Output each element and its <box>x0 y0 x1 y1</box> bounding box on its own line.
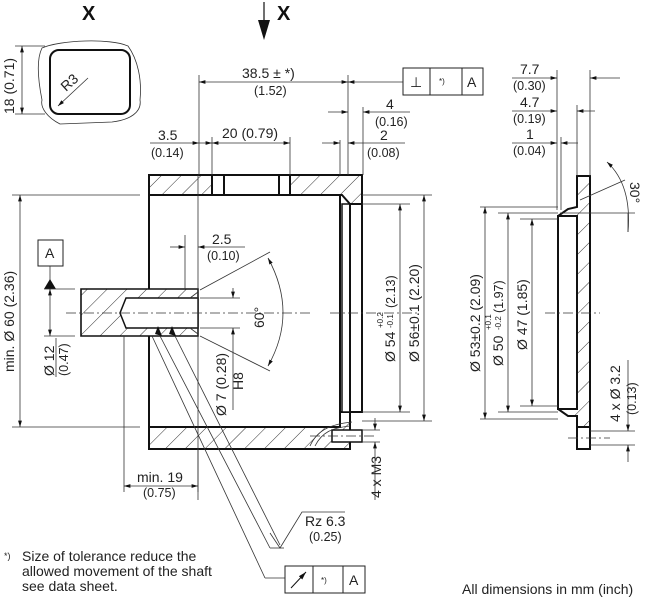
flange-dim-4: 4 <box>386 96 394 112</box>
min-19-label: min. 19 <box>137 469 183 485</box>
roughness-inch: (0.25) <box>309 530 342 544</box>
bore-depth-2-5: 2.5 <box>212 231 232 247</box>
slot-width-20: 20 (0.79) <box>222 125 278 141</box>
cone-angle-60: 60° <box>251 307 267 328</box>
diameter-50-tol-lower: -0.2 <box>494 316 503 330</box>
runout-frame: *) A <box>284 565 366 594</box>
irregular-outline <box>37 40 141 125</box>
diameter-54-tol-lower: -0.1 <box>386 314 395 328</box>
min-19-inch: (0.75) <box>143 486 176 500</box>
holes-4x3-2-inch: (0.13) <box>625 382 639 415</box>
flange-dim-1: 1 <box>526 126 534 142</box>
height-dimension-label: 18 (0.71) <box>1 58 17 114</box>
diameter-47: Ø 47 (1.85) <box>514 279 530 350</box>
main-right-dimensions: Ø 54 +0.2 -0.1 (2.13) Ø 56±0.1 (2.20) 4 … <box>362 194 432 500</box>
rounded-square-profile <box>49 49 131 115</box>
diameter-50-inch: (1.97) <box>492 280 506 313</box>
perpendicularity-datum: A <box>467 74 477 90</box>
holes-4x3-2: 4 x Ø 3.2 <box>607 365 623 422</box>
flange-dim-4-inch: (0.16) <box>375 115 408 129</box>
roughness-symbol <box>269 511 345 549</box>
flange-dim-2-inch: (0.08) <box>367 146 400 160</box>
offset-3-5: 3.5 <box>158 127 178 143</box>
section-arrow-label: X <box>277 3 291 25</box>
detail-x-label: X <box>82 3 96 25</box>
offset-3-5-inch: (0.14) <box>151 146 184 160</box>
datum-a-label: A <box>45 245 55 261</box>
runout-arrow-icon <box>290 571 307 589</box>
thread-4xm3: 4 x M3 <box>368 456 384 498</box>
perpendicularity-frame: ⊥ *) A <box>402 67 484 96</box>
bore-dimensions: 2.5 (0.10) 60° Ø 7 (0.28) H8 <box>170 175 284 500</box>
shaft-diameter-12-inch: (0.47) <box>57 343 71 376</box>
min-19-dimension: min. 19 (0.75) <box>123 336 199 500</box>
diameter-50-tol-upper: +0.1 <box>484 314 493 330</box>
runout-tolerance: *) <box>321 576 327 585</box>
diameter-53: Ø 53±0.2 (2.09) <box>467 274 483 372</box>
flange-dim-1-inch: (0.04) <box>513 144 546 158</box>
roughness-rz: Rz 6.3 <box>305 513 346 529</box>
footnote: *) Size of tolerance reduce the allowed … <box>4 549 212 594</box>
flange-dim-4-7: 4.7 <box>520 94 540 110</box>
detail-x-view: X R3 18 (0.71) <box>1 3 141 125</box>
perpendicularity-tolerance: *) <box>439 77 445 86</box>
flange-dim-7-7-inch: (0.30) <box>513 79 546 93</box>
flange-dim-4-7-inch: (0.19) <box>513 112 546 126</box>
flange-dim-2: 2 <box>380 127 388 143</box>
bore-diameter-7: Ø 7 (0.28) <box>213 353 229 416</box>
chamfer-angle-30: 30° <box>627 182 643 203</box>
main-section-view <box>66 174 420 450</box>
footnote-line: allowed movement of the shaft <box>22 563 212 579</box>
footnote-line: see data sheet. <box>22 578 118 594</box>
length-38-5-inch: (1.52) <box>254 84 287 98</box>
flange-dim-7-7: 7.7 <box>520 61 540 77</box>
flange-view: 7.7 (0.30) 4.7 (0.19) 1 (0.04) 30° Ø 53±… <box>467 61 643 462</box>
top-dimensions: 38.5 ± *) (1.52) ⊥ *) A 4 (0.16) 2 (0.08… <box>150 65 484 175</box>
radius-label: R3 <box>57 70 81 94</box>
leader-lines: Rz 6.3 (0.25) <box>151 326 346 579</box>
left-dimensions: min. Ø 60 (2.36) A Ø 12 (0.47) <box>1 194 140 428</box>
diameter-50: Ø 50 <box>490 335 506 366</box>
radius-leader <box>57 77 89 107</box>
arrow-down-icon <box>258 20 270 40</box>
shaft-diameter-12: Ø 12 <box>41 345 57 376</box>
footnote-marker: *) <box>4 551 11 561</box>
bore-fit-h8: H8 <box>230 372 246 390</box>
bore-depth-2-5-inch: (0.10) <box>207 249 240 263</box>
datum-a: A <box>37 239 64 289</box>
length-38-5: 38.5 ± *) <box>242 65 295 81</box>
diameter-54-inch: (2.13) <box>384 275 398 308</box>
diameter-54-tol-upper: +0.2 <box>376 312 385 328</box>
min-diameter-60: min. Ø 60 (2.36) <box>1 271 17 372</box>
datum-triangle-icon <box>44 279 56 289</box>
perpendicularity-icon: ⊥ <box>410 74 422 90</box>
diameter-56: Ø 56±0.1 (2.20) <box>406 264 422 362</box>
runout-datum: A <box>349 572 359 588</box>
units-note: All dimensions in mm (inch) <box>462 581 634 597</box>
footnote-line: Size of tolerance reduce the <box>22 548 197 564</box>
diameter-54: Ø 54 <box>382 331 398 362</box>
section-arrow: X <box>258 2 291 40</box>
